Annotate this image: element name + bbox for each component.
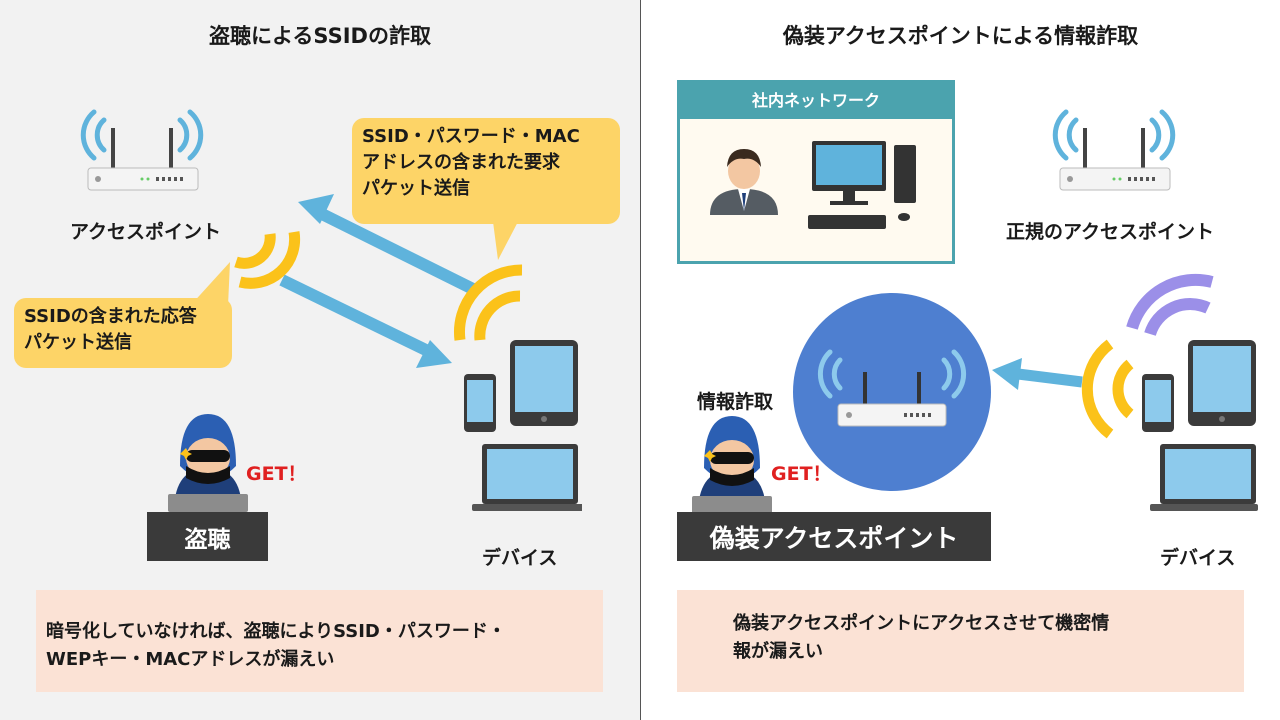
left-device-label: デバイス (482, 547, 558, 569)
request-bubble-tail (492, 214, 522, 260)
right-attacker-icon (692, 416, 772, 514)
left-attacker-icon (168, 414, 248, 512)
right-title: 偽装アクセスポイントによる情報詐取 (782, 24, 1139, 48)
response-bubble-tail (190, 262, 230, 306)
right-note: 偽装アクセスポイントにアクセスさせて機密情 報が漏えい (677, 590, 1244, 692)
request-bubble-line: SSID・パスワード・MAC (362, 126, 580, 147)
left-note-line: WEPキー・MACアドレスが漏えい (46, 649, 335, 670)
request-bubble-line: パケット送信 (362, 178, 470, 199)
left-title: 盗聴によるSSIDの詐取 (209, 24, 431, 48)
left-get-label: GET！ (246, 463, 307, 485)
right-router-icon (1052, 109, 1176, 191)
right-device-label: デバイス (1160, 547, 1236, 569)
left-devices-icon (464, 340, 582, 511)
transmission-arrows (279, 194, 478, 368)
right-get-label: GET！ (771, 463, 832, 485)
signal-waves-ap-icon (234, 231, 301, 289)
request-bubble: SSID・パスワード・MAC アドレスの含まれた要求 パケット送信 (352, 118, 620, 224)
request-bubble-line: アドレスの含まれた要求 (362, 152, 560, 173)
signal-waves-device-icon (454, 264, 523, 341)
left-router-icon (80, 109, 204, 191)
office-worker-pc-icon (710, 141, 916, 229)
left-note: 暗号化していなければ、盗聴によりSSID・パスワード・ WEPキー・MACアドレ… (36, 590, 603, 692)
right-note-line: 偽装アクセスポイントにアクセスさせて機密情 (733, 613, 1110, 634)
response-bubble: SSIDの含まれた応答 パケット送信 (14, 298, 232, 368)
eavesdrop-label: 盗聴 (147, 512, 268, 561)
network-label: 社内ネットワーク (680, 83, 952, 119)
right-ap-label: 正規のアクセスポイント (1006, 221, 1215, 243)
fake-ap-label: 偽装アクセスポイント (677, 512, 991, 561)
right-devices-icon (1142, 340, 1258, 511)
left-note-line: 暗号化していなければ、盗聴によりSSID・パスワード・ (46, 621, 506, 642)
right-device-signal-icon (1081, 339, 1134, 439)
fake-ap-circle (793, 293, 991, 491)
device-to-fake-ap-arrow (992, 358, 1083, 390)
right-note-line: 報が漏えい (733, 641, 823, 662)
response-bubble-line: SSIDの含まれた応答 (24, 306, 197, 327)
response-bubble-line: パケット送信 (24, 332, 132, 353)
panel-divider (640, 0, 641, 720)
corporate-network-box: 社内ネットワーク (677, 80, 955, 264)
left-ap-label: アクセスポイント (70, 221, 222, 243)
purple-signal-icon (1126, 273, 1214, 336)
fraud-label: 情報詐取 (697, 391, 774, 413)
